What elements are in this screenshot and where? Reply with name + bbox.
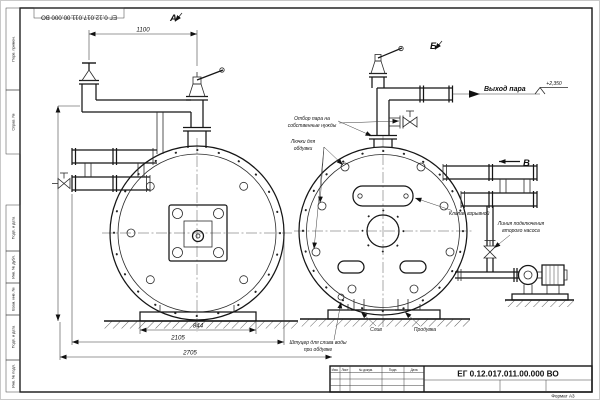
- label-pump-line-1: Линия подключения: [497, 221, 545, 227]
- steam-piping-front: [79, 62, 225, 154]
- label-steam-tap-2: собственные нужды: [288, 123, 337, 129]
- rear-fitting: [416, 162, 426, 172]
- rear-flange-bolts: [302, 150, 464, 312]
- label-pump-line-2: второго насоса: [502, 228, 540, 234]
- label-drain-fitting-1: Штуцер для слива воды: [289, 340, 346, 346]
- ground-hatch: [300, 319, 470, 327]
- vessel-rear-shell: [298, 146, 468, 316]
- drain-fitting: [337, 293, 345, 301]
- corner-doc-number: ЕГ 0.12.017.011.00.000 ВО: [33, 7, 125, 21]
- steam-piping-rear: [369, 45, 568, 148]
- view-label-b: Б: [430, 41, 437, 52]
- label-steam-tap-1: Отбор пара на: [294, 116, 330, 122]
- drain-stub: [351, 299, 367, 311]
- label-soot-hatches-1: Лючки для: [290, 139, 316, 145]
- label-explosion-valve: Клапан взрывной: [449, 210, 490, 217]
- pump-casing: [517, 264, 539, 286]
- corner-number-text: ЕГ 0.12.017.011.00.000 ВО: [41, 14, 117, 21]
- manhole: [366, 214, 400, 248]
- dim-844: 844: [193, 323, 204, 330]
- view-label-a: А: [169, 13, 177, 24]
- dim-2105: 2105: [170, 335, 185, 342]
- label-blowdown: Продувка: [414, 327, 436, 333]
- tb-col-data: Дата: [410, 368, 417, 372]
- drawing-border: [19, 7, 593, 393]
- handhole: [337, 260, 365, 274]
- view-b-rear: [294, 45, 568, 328]
- steam-tap-valve: [389, 110, 418, 129]
- rear-fitting: [340, 162, 350, 172]
- label-soot-hatches-2: обдувки: [294, 146, 313, 152]
- stamp-label: Подп. и дата: [12, 216, 16, 239]
- front-fitting: [239, 181, 249, 191]
- stamp-label: Инв. № дубл.: [12, 255, 16, 279]
- tb-col-docnum: № докум.: [359, 368, 373, 372]
- vessel-front-shell: [109, 145, 285, 321]
- burner-plate: [168, 204, 228, 262]
- label-drain-fitting-2: при обдувке: [304, 347, 333, 353]
- stamp-label: Инв. № подл.: [12, 364, 16, 388]
- dimensions: 1100 844 2105 2705: [55, 27, 332, 360]
- safety-valve-front: [186, 67, 225, 101]
- dim-2705: 2705: [182, 350, 197, 357]
- blowdown-headers-front: [52, 148, 157, 192]
- feed-pump-unit: [505, 264, 574, 307]
- view-a-front: [52, 62, 298, 332]
- title-block: Изм. Лист № докум. Подп. Дата ЕГ 0.12.01…: [329, 365, 593, 393]
- stamp-label: Взам. инв. №: [12, 287, 16, 311]
- globe-valve: [81, 69, 97, 81]
- tb-col-list: Лист: [342, 368, 349, 372]
- stamp-label: Справ. №: [12, 113, 16, 130]
- annotations: Отбор пара на собственные нужды Лючки дл…: [288, 81, 562, 353]
- rear-fitting: [347, 284, 357, 294]
- blowdown-headers-rear: [442, 164, 538, 208]
- label-elevation: +2,350: [546, 81, 562, 87]
- stamp-label: Перв. примен.: [12, 36, 16, 61]
- steam-outlet-arrow: [469, 90, 480, 98]
- saddle-support-front: [104, 305, 298, 329]
- ground-hatch: [104, 321, 298, 329]
- label-drain: Слив: [370, 327, 382, 333]
- view-b-arrow: [434, 40, 443, 50]
- rear-fitting: [409, 284, 419, 294]
- view-label-v: В: [523, 158, 530, 169]
- blowdown-stub: [395, 299, 411, 311]
- front-fitting: [145, 275, 155, 285]
- saddle-support-rear: [300, 304, 470, 327]
- soot-hatch: [439, 201, 449, 211]
- ground-hatch: [505, 300, 574, 307]
- safety-lever: [377, 47, 403, 59]
- stamp-label: Подп. и дата: [12, 325, 16, 348]
- second-pump-line: [455, 206, 519, 282]
- view-letters: А Б В: [169, 12, 530, 169]
- label-steam-outlet: Выход пара: [484, 85, 526, 93]
- safety-valve-rear: [369, 45, 404, 88]
- front-fitting: [239, 275, 249, 285]
- left-stamp-column: Перв. примен. Справ. № Подп. и дата Инв.…: [5, 7, 21, 393]
- tb-col-podp: Подп.: [389, 368, 398, 372]
- format-note: Формат А3: [551, 394, 575, 399]
- front-flange-bolts: [113, 149, 281, 317]
- front-fitting: [126, 228, 136, 238]
- soot-hatch: [445, 247, 455, 257]
- tb-col-izm: Изм.: [332, 368, 339, 372]
- safety-lever: [196, 69, 224, 81]
- title-block-doc-number: ЕГ 0.12.017.011.00.000 ВО: [457, 370, 559, 379]
- handhole: [399, 260, 427, 274]
- view-a-arrow: [174, 12, 183, 22]
- dim-1100: 1100: [136, 27, 150, 34]
- explosion-valve: [352, 185, 414, 207]
